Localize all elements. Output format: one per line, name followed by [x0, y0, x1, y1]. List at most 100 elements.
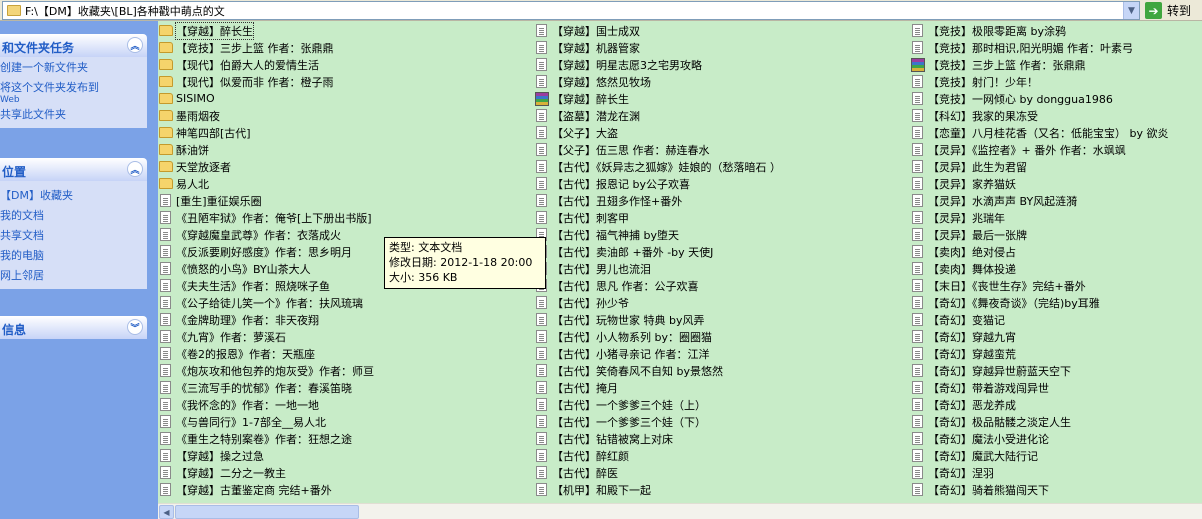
file-item[interactable]: 【古代】卖油郎 +番外 -by 天使J	[535, 243, 781, 260]
file-item[interactable]: 《穿越魔皇武尊》作者：衣落成火	[159, 226, 374, 243]
file-item[interactable]: 【奇幻】变猫记	[911, 311, 1168, 328]
place-my-documents[interactable]: 我的文档	[0, 209, 44, 222]
file-item[interactable]: 【灵异】此生为君留	[911, 158, 1168, 175]
place-dm-favorites[interactable]: 【DM】收藏夹	[0, 189, 73, 202]
file-item[interactable]: 【奇幻】《舞夜奇谈》（完结)by耳雅	[911, 294, 1168, 311]
file-item[interactable]: 【古代】玩物世家 特典 by风弄	[535, 311, 781, 328]
folder-item[interactable]: 【竞技】三步上篮 作者：张鼎鼎	[159, 39, 374, 56]
file-item[interactable]: 【古代】醉医	[535, 464, 781, 481]
other-places-header[interactable]: 位置 ︽	[0, 158, 147, 181]
file-item[interactable]: 【机甲】和殿下一起	[535, 481, 781, 498]
folder-item[interactable]: 墨雨烟夜	[159, 107, 374, 124]
file-item[interactable]: 【古代】报恩记 by公子欢喜	[535, 175, 781, 192]
file-item[interactable]: 【古代】一个爹爹三个娃（上）	[535, 396, 781, 413]
file-item[interactable]: 《九宵》作者：萝溪石	[159, 328, 374, 345]
file-item[interactable]: 【奇幻】魔武大陆行记	[911, 447, 1168, 464]
task-publish-web[interactable]: 将这个文件夹发布到	[0, 81, 99, 94]
file-item[interactable]: 【古代】醉红颜	[535, 447, 781, 464]
file-item[interactable]: 【穿越】明星志愿3之宅男攻略	[535, 56, 781, 73]
file-item[interactable]: 【奇幻】涅羽	[911, 464, 1168, 481]
file-item[interactable]: 【奇幻】穿越蛮荒	[911, 345, 1168, 362]
file-item[interactable]: 【奇幻】带着游戏闯异世	[911, 379, 1168, 396]
file-item[interactable]: 【卖肉】绝对侵占	[911, 243, 1168, 260]
file-item[interactable]: 《公子给徒儿笑一个》作者：扶风琉璃	[159, 294, 374, 311]
file-item[interactable]: 【竞技】那时相识,阳光明媚 作者：叶素弓	[911, 39, 1168, 56]
folder-item[interactable]: 易人北	[159, 175, 374, 192]
place-shared-documents[interactable]: 共享文档	[0, 229, 44, 242]
file-item[interactable]: 【古代】刺客甲	[535, 209, 781, 226]
file-item[interactable]: 【穿越】醉长生	[535, 90, 781, 107]
file-item[interactable]: 【奇幻】魔法小受进化论	[911, 430, 1168, 447]
file-item[interactable]: 《夫夫生活》作者：照烧咪子鱼	[159, 277, 374, 294]
file-item[interactable]: 【古代】钻错被窝上对床	[535, 430, 781, 447]
file-item[interactable]: 【古代】福气神捕 by堕天	[535, 226, 781, 243]
details-header[interactable]: 信息 ︾	[0, 316, 147, 339]
address-input[interactable]: F:\【DM】收藏夹\[BL]各种戳中萌点的文 ▼	[2, 1, 1140, 20]
horizontal-scrollbar[interactable]: ◀	[158, 503, 1202, 519]
file-item[interactable]: 【恋童】八月桂花香（又名：低能宝宝） by 欲炎	[911, 124, 1168, 141]
collapse-icon[interactable]: ︽	[127, 37, 143, 53]
file-item[interactable]: 【古代】一个爹爹三个娃（下）	[535, 413, 781, 430]
file-item[interactable]: 《丑陋牢狱》作者：俺爷[上下册出书版]	[159, 209, 374, 226]
folder-item[interactable]: 神笔四部[古代]	[159, 124, 374, 141]
folder-item[interactable]: 【现代】似爱而非 作者：橙子雨	[159, 73, 374, 90]
file-item[interactable]: 【竞技】三步上篮 作者：张鼎鼎	[911, 56, 1168, 73]
file-item[interactable]: 【竞技】极限零距离 by涂鸦	[911, 22, 1168, 39]
file-item[interactable]: 【穿越】操之过急	[159, 447, 374, 464]
task-new-folder[interactable]: 创建一个新文件夹	[0, 61, 88, 74]
file-item[interactable]: 【竞技】射门！少年！	[911, 73, 1168, 90]
file-item[interactable]: 《愤怒的小鸟》BY山茶大人	[159, 260, 374, 277]
task-share-folder[interactable]: 共享此文件夹	[0, 108, 66, 121]
folder-item[interactable]: 【现代】伯爵大人的爱情生活	[159, 56, 374, 73]
file-item[interactable]: 【穿越】二分之一教主	[159, 464, 374, 481]
file-item[interactable]: 《三流写手的忧郁》作者：春溪笛晓	[159, 379, 374, 396]
file-item[interactable]: 【灵异】《监控者》+ 番外 作者：水飒飒	[911, 141, 1168, 158]
file-item[interactable]: 【父子】伍三思 作者：赫连春水	[535, 141, 781, 158]
file-item[interactable]: 《反派要刷好感度》作者：思乡明月	[159, 243, 374, 260]
file-item[interactable]: 【古代】思凡 作者：公子欢喜	[535, 277, 781, 294]
file-item[interactable]: 【穿越】古董鉴定商 完结+番外	[159, 481, 374, 498]
file-item[interactable]: 【奇幻】穿越九宵	[911, 328, 1168, 345]
file-item[interactable]: 【古代】小人物系列 by：圈圈猫	[535, 328, 781, 345]
file-item[interactable]: 【古代】孙少爷	[535, 294, 781, 311]
file-item[interactable]: 【灵异】水滴声声 BY风起涟漪	[911, 192, 1168, 209]
file-item[interactable]: 【古代】男儿也流泪	[535, 260, 781, 277]
file-item[interactable]: 【奇幻】骑着熊猫闯天下	[911, 481, 1168, 498]
scroll-left-icon[interactable]: ◀	[159, 505, 174, 519]
file-item[interactable]: 【穿越】悠然见牧场	[535, 73, 781, 90]
file-item[interactable]: 《重生之特别案卷》作者：狂想之途	[159, 430, 374, 447]
file-item[interactable]: 【竞技】一网倾心 by donggua1986	[911, 90, 1168, 107]
expand-icon[interactable]: ︾	[127, 319, 143, 335]
collapse-icon[interactable]: ︽	[127, 161, 143, 177]
file-item[interactable]: 【穿越】国士成双	[535, 22, 781, 39]
file-item[interactable]: 【奇幻】极品骷髅之淡定人生	[911, 413, 1168, 430]
file-item[interactable]: 【奇幻】恶龙养成	[911, 396, 1168, 413]
place-my-computer[interactable]: 我的电脑	[0, 249, 44, 262]
scrollbar-thumb[interactable]	[175, 505, 359, 519]
folder-tasks-header[interactable]: 和文件夹任务 ︽	[0, 34, 147, 57]
file-item[interactable]: 【盗墓】潜龙在渊	[535, 107, 781, 124]
file-item[interactable]: 【灵异】最后一张牌	[911, 226, 1168, 243]
go-button[interactable]: ➔ 转到	[1145, 1, 1201, 20]
file-item[interactable]: 【古代】笑倚春风不自知 by景悠然	[535, 362, 781, 379]
file-item[interactable]: 【古代】丑翅多作怪+番外	[535, 192, 781, 209]
task-publish-web-suffix[interactable]: Web	[0, 95, 20, 105]
file-item[interactable]: 【父子】大盗	[535, 124, 781, 141]
file-item[interactable]: 【灵异】家养猫妖	[911, 175, 1168, 192]
file-item[interactable]: 《卷2的报恩》作者：天瓶座	[159, 345, 374, 362]
file-item[interactable]: 【古代】《妖异志之狐嫁》娃娘的（愁落暗石 ）	[535, 158, 781, 175]
file-item[interactable]: 《我怀念的》作者：一地一地	[159, 396, 374, 413]
file-item[interactable]: 【卖肉】舞体投递	[911, 260, 1168, 277]
file-item[interactable]: [重生]重征娱乐圈	[159, 192, 374, 209]
place-network[interactable]: 网上邻居	[0, 269, 44, 282]
folder-item[interactable]: SISIMO	[159, 90, 374, 107]
file-item[interactable]: 《金牌助理》作者：非天夜翔	[159, 311, 374, 328]
folder-item[interactable]: 天堂放逐者	[159, 158, 374, 175]
file-item[interactable]: 【灵异】兆瑞年	[911, 209, 1168, 226]
file-item[interactable]: 【末日】《丧世生存》完结+番外	[911, 277, 1168, 294]
folder-item[interactable]: 【穿越】醉长生	[159, 21, 374, 40]
file-item[interactable]: 【古代】掩月	[535, 379, 781, 396]
file-item[interactable]: 【古代】小猪寻亲记 作者：江洋	[535, 345, 781, 362]
folder-item[interactable]: 酥油饼	[159, 141, 374, 158]
file-item[interactable]: 《炮灰攻和他包养的炮灰受》作者：师亘	[159, 362, 374, 379]
